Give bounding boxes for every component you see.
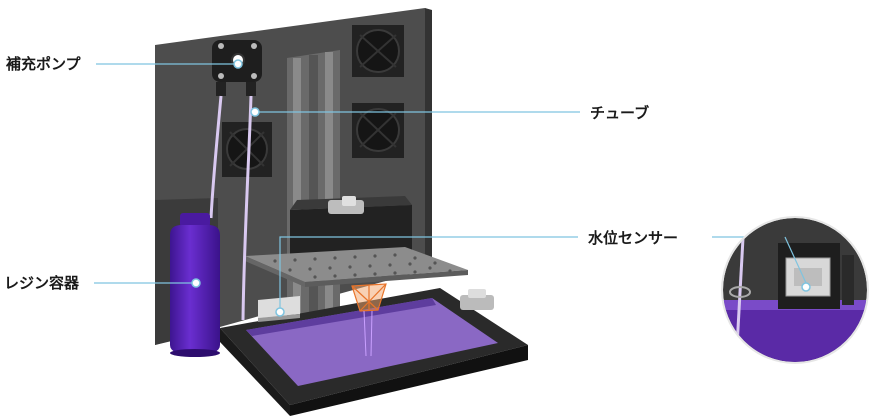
callout-dots (191, 59, 285, 317)
fan-mid-right (352, 103, 404, 158)
fan-left (222, 122, 272, 177)
resin-bottle (170, 213, 220, 357)
tube-to-bottle (209, 95, 223, 219)
sensor-zoom-view (721, 216, 869, 364)
level-sensor-unit (258, 296, 300, 322)
label-level-sensor: 水位センサー (588, 229, 679, 247)
label-refill-pump: 補充ポンプ (6, 55, 81, 73)
print-part (351, 283, 387, 357)
vat-clamp (460, 289, 494, 310)
label-resin-container: レジン容器 (4, 274, 80, 292)
fan-top-right (352, 25, 404, 77)
build-platform (245, 247, 468, 287)
label-tube: チューブ (590, 104, 650, 122)
back-panel-side (425, 8, 432, 270)
tube-to-vat (241, 95, 253, 321)
callout-lines (94, 63, 785, 312)
